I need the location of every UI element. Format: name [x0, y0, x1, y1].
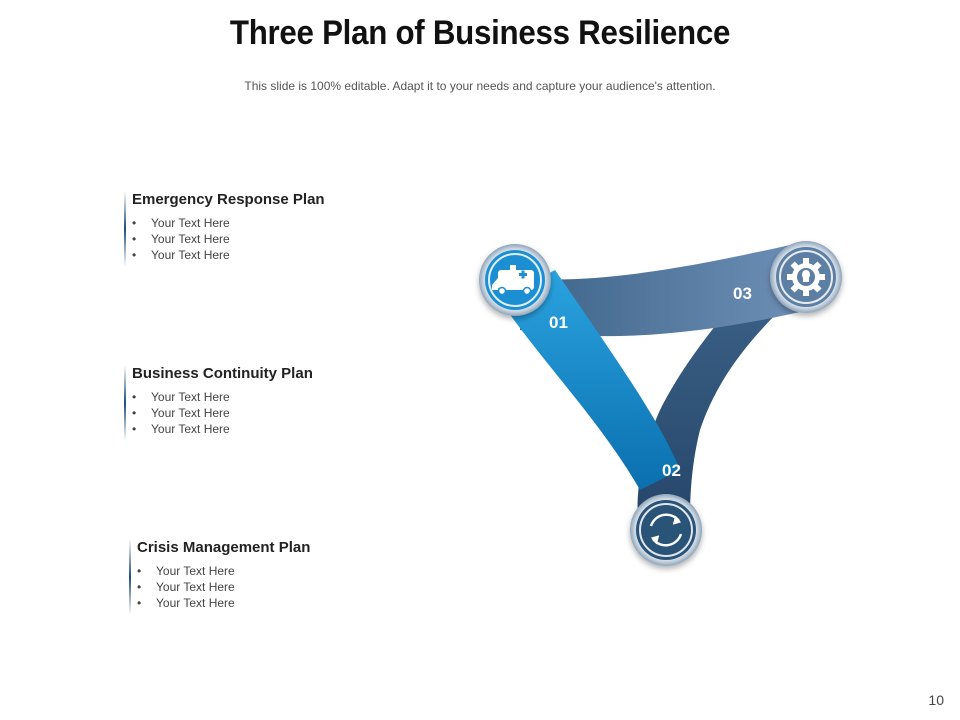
plan-heading: Crisis Management Plan — [137, 539, 311, 556]
bullet-item: •Your Text Here — [132, 390, 230, 404]
band-01 — [500, 270, 680, 490]
refresh-cycle-icon — [649, 513, 683, 547]
accent-bar — [129, 539, 131, 615]
band-03 — [520, 245, 800, 337]
accent-bar — [124, 191, 126, 267]
bullet-item: •Your Text Here — [132, 248, 230, 262]
bullet-item: •Your Text Here — [132, 406, 230, 420]
plan-heading: Business Continuity Plan — [132, 365, 313, 382]
page-title: Three Plan of Business Resilience — [229, 14, 731, 52]
bullet-item: •Your Text Here — [132, 232, 230, 246]
step-label-01: 01 — [549, 313, 568, 332]
page-number: 10 — [928, 692, 944, 708]
gear-idea-icon — [787, 258, 825, 296]
ambulance-icon — [492, 265, 534, 296]
bullet-item: •Your Text Here — [137, 596, 235, 610]
accent-bar — [124, 365, 126, 441]
page-subtitle: This slide is 100% editable. Adapt it to… — [244, 79, 716, 93]
bullet-item: •Your Text Here — [137, 580, 235, 594]
plan-heading: Emergency Response Plan — [132, 191, 325, 208]
bullet-list: •Your Text Here •Your Text Here •Your Te… — [132, 215, 230, 263]
step-label-02: 02 — [662, 461, 681, 480]
bullet-list: •Your Text Here •Your Text Here •Your Te… — [137, 563, 235, 611]
bullet-item: •Your Text Here — [132, 422, 230, 436]
node-02 — [630, 494, 702, 566]
bullet-item: •Your Text Here — [137, 564, 235, 578]
bullet-item: •Your Text Here — [132, 216, 230, 230]
bullet-list: •Your Text Here •Your Text Here •Your Te… — [132, 389, 230, 437]
step-label-03: 03 — [733, 284, 752, 303]
